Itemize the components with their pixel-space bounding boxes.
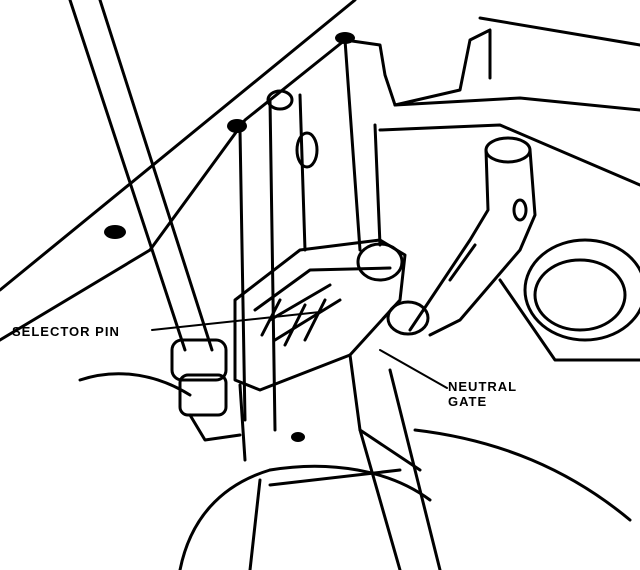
selector-bracket	[233, 238, 430, 472]
case-boss	[498, 238, 640, 362]
shift-rod	[68, 0, 242, 442]
neutral-gate-label: NEUTRAL GATE	[448, 379, 517, 409]
selector-pin-label: SELECTOR PIN	[12, 324, 120, 339]
lower-housing	[78, 368, 632, 570]
selector-lever	[408, 136, 537, 337]
case-bolt-holes	[104, 32, 355, 442]
transmission-case	[0, 0, 640, 432]
callout-leaders	[151, 311, 448, 389]
neutral-gate-label-line1: NEUTRAL	[448, 379, 518, 394]
neutral-gate-label-line2: GATE	[448, 394, 488, 409]
